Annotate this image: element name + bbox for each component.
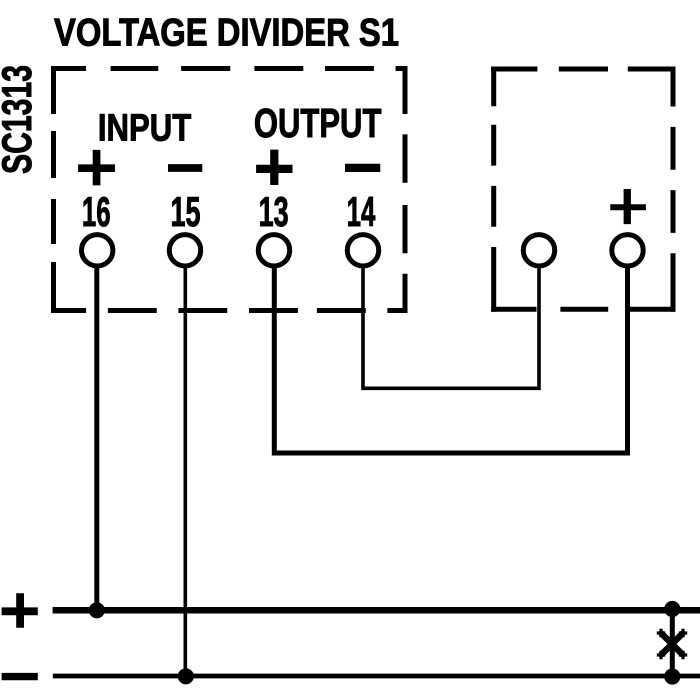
- svg-text:VOLTAGE DIVIDER S1: VOLTAGE DIVIDER S1: [54, 10, 399, 54]
- svg-text:OUTPUT: OUTPUT: [254, 100, 382, 146]
- svg-text:13: 13: [259, 188, 289, 235]
- svg-text:16: 16: [82, 188, 111, 235]
- svg-text:INPUT: INPUT: [98, 106, 192, 149]
- svg-text:15: 15: [171, 188, 201, 235]
- svg-text:14: 14: [347, 188, 376, 235]
- svg-text:SC1313: SC1313: [0, 65, 40, 174]
